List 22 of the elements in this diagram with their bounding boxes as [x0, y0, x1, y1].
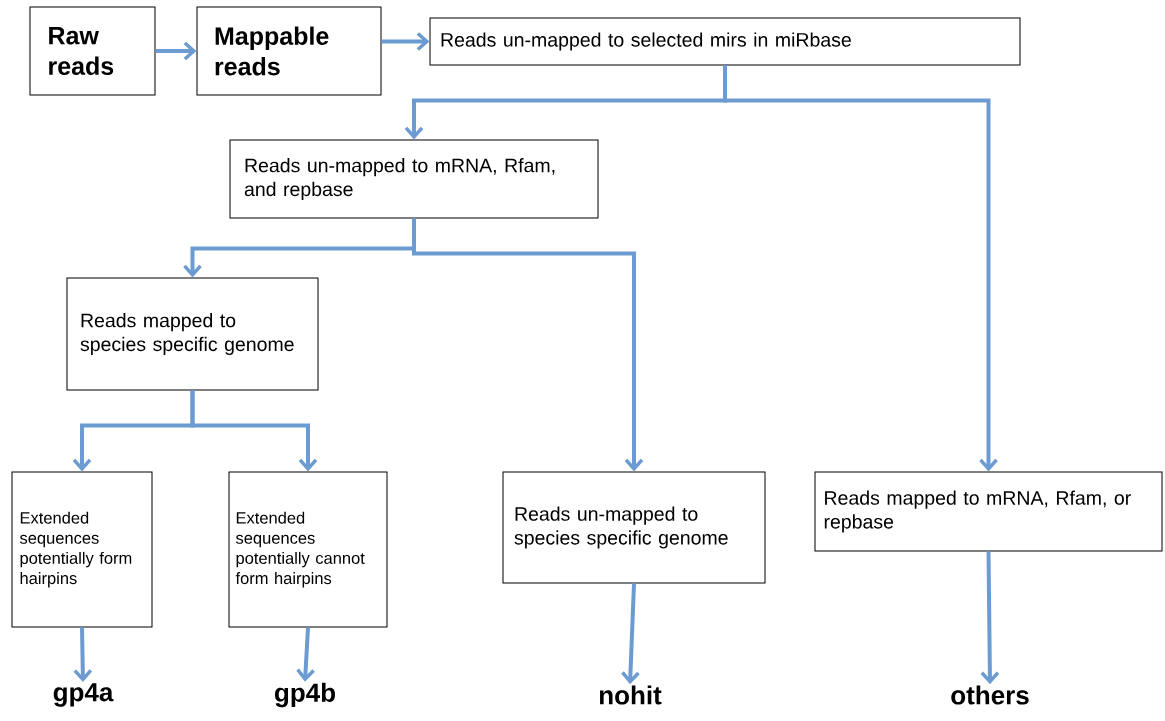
arrow — [381, 32, 430, 51]
outcome-label: gp4a — [53, 683, 114, 707]
arrow — [412, 218, 644, 472]
arrow — [980, 551, 1000, 685]
process-box: Reads mapped to species specific genome — [66, 277, 319, 391]
arrow — [155, 41, 197, 61]
process-box: Reads un-mapped to species specific genome — [502, 471, 766, 584]
process-box: Mappable reads — [196, 6, 382, 96]
arrow — [723, 65, 998, 472]
process-box: Reads un-mapped to selected mirs in miRbase — [429, 17, 1021, 66]
process-box: Extended sequences potentially cannot form hairpins — [228, 471, 388, 628]
process-box: Reads un-mapped to mRNA, Rfam, and repbase — [229, 139, 599, 219]
process-box: Raw reads — [29, 6, 156, 96]
outcome-label: others — [951, 685, 1029, 705]
arrow — [296, 627, 315, 682]
arrow — [190, 390, 318, 472]
arrow — [621, 583, 640, 685]
outcome-label: nohit — [599, 685, 662, 705]
outcome-label: gp4b — [275, 682, 335, 708]
arrow — [73, 627, 93, 683]
process-box: Extended sequences potentially form hairpins — [11, 471, 153, 628]
process-box: Reads mapped to mRNA, Rfam, or repbase — [814, 471, 1163, 552]
